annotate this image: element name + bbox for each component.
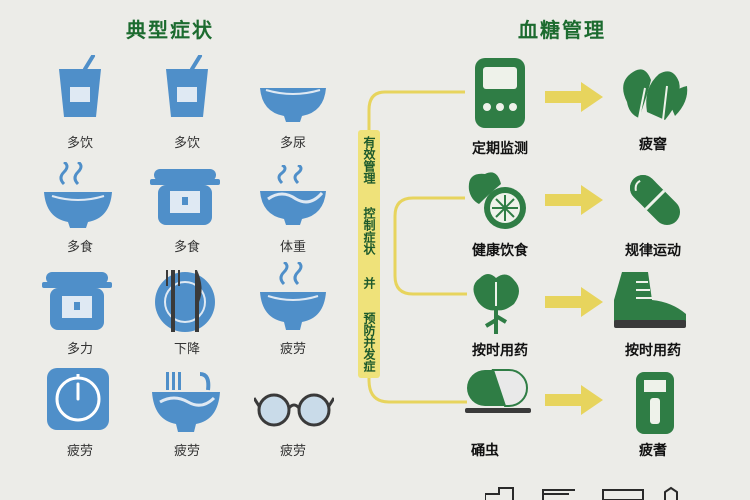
- symptom-label: 下降: [173, 342, 200, 357]
- plate-fork-knife-icon: [153, 268, 217, 334]
- management-label: 规律运动: [625, 243, 681, 259]
- vegetable-icon: [470, 270, 522, 334]
- cup-icon: [162, 55, 212, 120]
- management-title: 血糖管理: [518, 18, 606, 42]
- symptom-label: 体重: [279, 240, 306, 255]
- management-label: 硧虫: [471, 443, 499, 459]
- center-slogan-box: 有效管理 控制症状 并 预防并发症: [358, 130, 380, 378]
- symptom-label: 疲劳: [66, 444, 93, 459]
- symptom-label: 多尿: [279, 136, 306, 151]
- pill-icon: [465, 368, 531, 414]
- glucose-meter-icon: [475, 58, 525, 128]
- arrow-right-icon: [545, 185, 603, 215]
- clock-icon: [47, 368, 109, 430]
- slogan-prevent-complications: 预防并发症: [362, 311, 376, 372]
- capsule-icon: [628, 172, 682, 228]
- slogan-control-symptoms: 控制症状: [362, 206, 376, 255]
- symptom-label: 疲劳: [173, 444, 200, 459]
- arrow-right-icon: [545, 287, 603, 317]
- vegetable-icon: [617, 62, 689, 126]
- bowl-icon: [258, 84, 328, 124]
- symptom-label: 多饮: [173, 136, 200, 151]
- glasses-icon: [254, 388, 334, 428]
- symptom-label: 多食: [173, 240, 200, 255]
- cup-icon: [55, 55, 105, 120]
- slogan-effective-management: 有效管理: [362, 136, 376, 184]
- steaming-bowl-icon: [42, 162, 114, 230]
- arrow-right-icon: [545, 82, 603, 112]
- management-label: 疲窨: [639, 137, 667, 153]
- rice-cooker-icon: [42, 268, 112, 332]
- management-label: 按时用药: [472, 343, 528, 359]
- noodle-bowl-icon: [258, 165, 328, 227]
- partial-bottom-icons: [485, 486, 685, 500]
- cucumber-food-icon: [463, 170, 533, 230]
- test-tube-icon: [636, 372, 674, 434]
- symptom-label: 多力: [66, 342, 93, 357]
- management-label: 定期监测: [472, 141, 528, 157]
- symptoms-title: 典型症状: [126, 18, 214, 42]
- management-label: 健康饮食: [472, 243, 528, 259]
- symptom-label: 多饮: [66, 136, 93, 151]
- rice-cooker-icon: [150, 165, 220, 227]
- symptom-label: 疲劳: [279, 444, 306, 459]
- management-label: 按时用药: [625, 343, 681, 359]
- symptom-label: 多食: [66, 240, 93, 255]
- symptom-label: 疲劳: [279, 342, 306, 357]
- arrow-right-icon: [545, 385, 603, 415]
- steaming-bowl-icon: [258, 262, 328, 332]
- bowl-with-fork-icon: [150, 372, 222, 434]
- management-label: 疲耆: [639, 443, 667, 459]
- sneaker-icon: [612, 270, 688, 330]
- slogan-and: 并: [362, 277, 376, 290]
